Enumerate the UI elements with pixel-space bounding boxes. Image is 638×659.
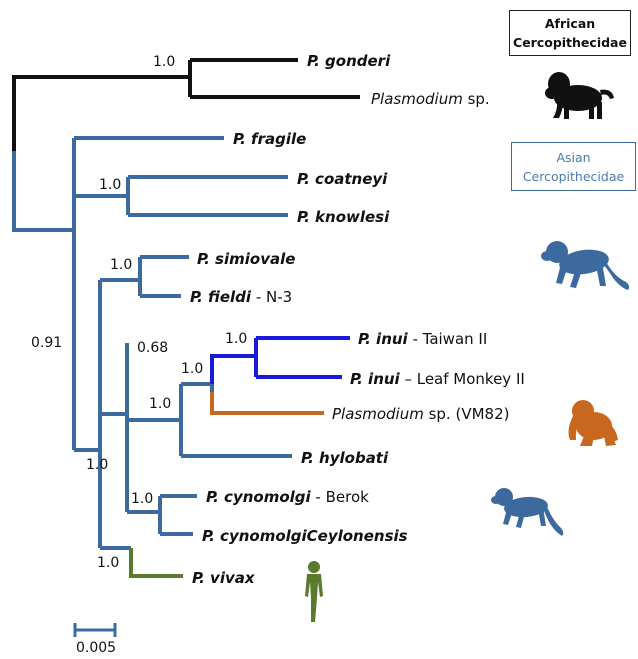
tip-label-simiovale: P. simiovale (197, 250, 295, 268)
support-asian-clade: 0.91 (31, 335, 62, 351)
tip-label-coatneyi: P. coatneyi (297, 170, 388, 188)
monkey-icon (541, 241, 630, 290)
support-simiovale-fieldi: 1.0 (110, 257, 132, 273)
support-coatneyi-knowlesi: 1.0 (99, 177, 121, 193)
scale-bar (73, 623, 117, 637)
legend-african: African Cercopithecidae (509, 10, 631, 56)
baboon-icon (545, 72, 614, 119)
branch-vivax (129, 548, 183, 578)
branch-asian-stem (12, 151, 74, 232)
monkey-icon (491, 488, 564, 536)
support-vivax-clade: 1.0 (97, 555, 119, 571)
tip-label-cynomolgi-ceylonensis: P. cynomolgiCeylonensis (202, 527, 408, 545)
tip-label-hylobati: P. hylobati (301, 449, 389, 467)
legend-asian-line1: Asian (556, 150, 591, 165)
tip-label-inui-leaf: P. inui – Leaf Monkey II (350, 370, 525, 388)
legend-asian: Asian Cercopithecidae (511, 142, 636, 191)
support-068: 0.68 (137, 340, 168, 356)
tip-label-knowlesi: P. knowlesi (297, 208, 390, 226)
human-icon (305, 561, 323, 622)
branch-plasmodium-vm82 (210, 392, 324, 415)
tip-label-inui-taiwan: P. inui - Taiwan II (358, 330, 487, 348)
branch-african-stem (12, 75, 190, 153)
tip-label-vivax: P. vivax (192, 569, 256, 587)
branch-inui-clade (210, 354, 256, 384)
support-hylobati-clade: 1.0 (149, 396, 171, 412)
legend-african-line2: Cercopithecidae (513, 35, 627, 50)
tip-label-plasmodium-sp: Plasmodium sp. (371, 90, 490, 108)
scale-label: 0.005 (76, 640, 117, 656)
support-inui-pair: 1.0 (225, 331, 247, 347)
support-inui-vm82: 1.0 (181, 361, 203, 377)
legend-african-line1: African (544, 16, 596, 31)
orangutan-icon (568, 400, 618, 446)
support-cynomolgi-pair: 1.0 (131, 491, 153, 507)
support-big-clade: 1.0 (86, 457, 108, 473)
tip-label-fieldi: P. fieldi - N-3 (190, 288, 292, 306)
tip-label-fragile: P. fragile (233, 130, 306, 148)
support-gonderi-clade: 1.0 (153, 54, 175, 70)
legend-asian-line2: Cercopithecidae (522, 169, 625, 184)
tip-label-gonderi: P. gonderi (307, 52, 391, 70)
tip-label-cynomolgi-berok: P. cynomolgi - Berok (206, 488, 369, 506)
tip-label-plasmodium-vm82: Plasmodium sp. (VM82) (332, 405, 509, 423)
